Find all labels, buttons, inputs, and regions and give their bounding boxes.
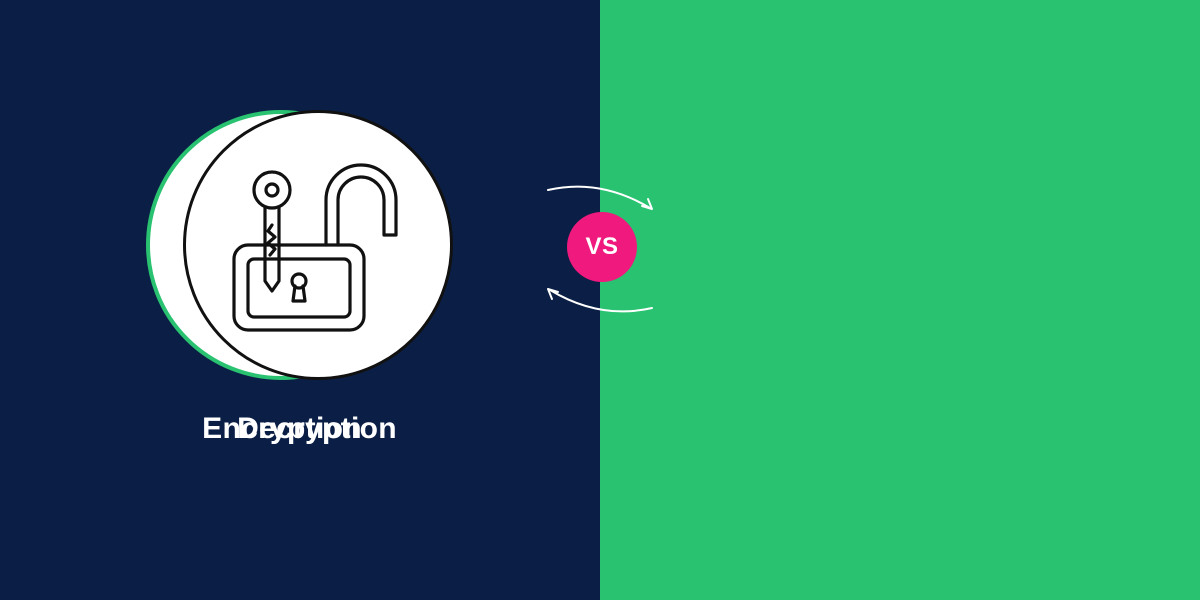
- vs-badge: VS: [567, 212, 637, 282]
- decryption-icon-circle: [183, 110, 453, 380]
- arrow-right-curved-icon: [547, 185, 653, 210]
- encryption-label: Encryption: [202, 412, 362, 445]
- unlocked-padlock-with-key-icon: [232, 163, 398, 332]
- decryption-label: Decryption: [237, 412, 397, 445]
- arrow-left-curved-icon: [547, 288, 653, 313]
- decryption-panel: [600, 0, 1200, 600]
